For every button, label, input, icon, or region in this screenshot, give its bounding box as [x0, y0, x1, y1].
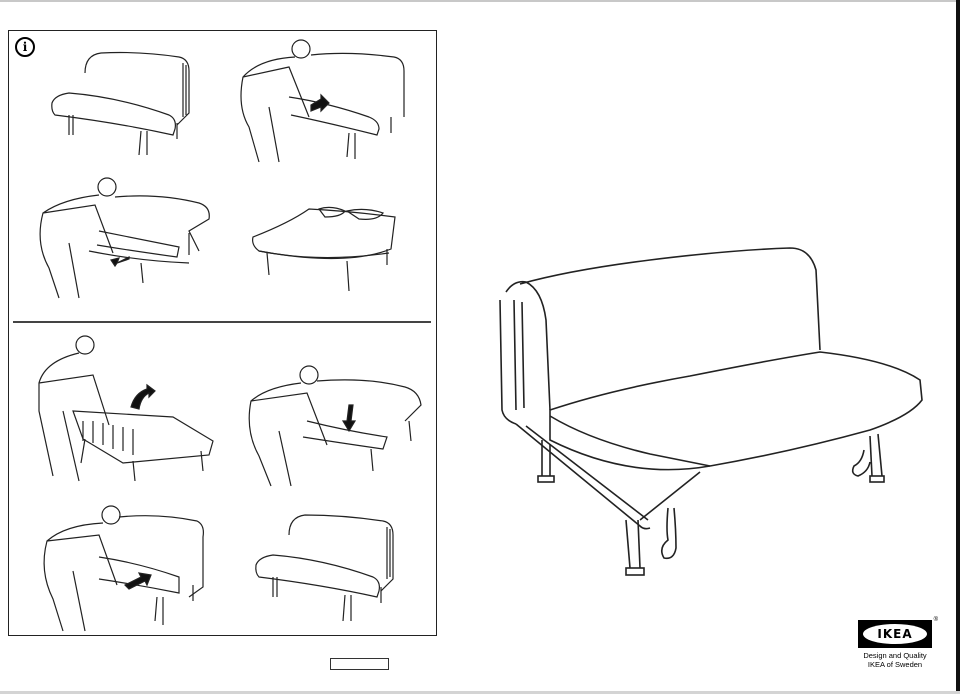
step-8-illustration [253, 509, 403, 629]
section-divider [13, 321, 431, 323]
ikea-logo-badge: IKEA ® [858, 617, 938, 648]
instruction-steps-panel: i [8, 30, 437, 636]
page-number-box [330, 658, 389, 670]
registered-mark: ® [933, 617, 938, 623]
main-sofa-illustration [490, 240, 930, 590]
bottom-rule [0, 691, 960, 694]
step-3-illustration [29, 173, 229, 303]
ikea-wordmark: IKEA [877, 627, 913, 641]
step-4-illustration [249, 203, 409, 303]
logo-tagline-2: IKEA of Sweden [867, 660, 923, 669]
logo-tagline-1: Design and Quality [863, 651, 927, 660]
top-rule [0, 0, 960, 2]
right-edge-bar [956, 0, 960, 694]
step-5-illustration [23, 331, 223, 491]
info-icon-glyph: i [22, 40, 28, 54]
step-1-illustration [49, 43, 199, 158]
ikea-logo-ellipse: IKEA [863, 624, 927, 644]
step-2-illustration [229, 37, 429, 167]
info-icon: i [15, 37, 35, 57]
ikea-logo: IKEA ® Design and Quality IKEA of Sweden [850, 617, 940, 669]
step-7-illustration [29, 501, 209, 636]
step-6-illustration [237, 361, 432, 491]
